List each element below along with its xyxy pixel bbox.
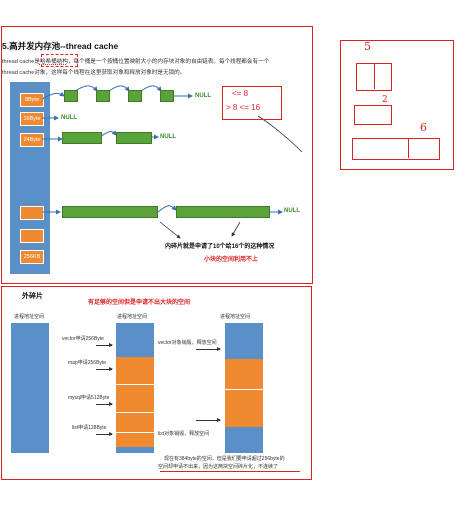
intro-hash-bucket-term: 哈希桶结构 — [39, 59, 68, 65]
arrow-free-list — [196, 418, 221, 422]
free-block-large-2 — [176, 206, 270, 218]
hash-term-highlight — [41, 54, 78, 67]
footer-underline — [160, 471, 300, 472]
free-block-large-1 — [62, 206, 158, 218]
block-mysql-remaining — [225, 389, 263, 427]
free-block-8-4 — [160, 90, 174, 102]
bucket-empty-1 — [20, 206, 44, 220]
free-list: list对象销毁，释放空间 — [158, 431, 210, 437]
block-vector — [116, 357, 154, 385]
external-frag-title: 外碎片 — [22, 293, 43, 300]
range-line-2: > 8 <= 16 — [226, 103, 261, 112]
col1-label: 进程地址空间 — [14, 314, 45, 320]
internal-frag-note-2: 小块的空间利用不上 — [204, 257, 259, 263]
arrow-mysql — [96, 402, 113, 406]
req-list: list申请128Byte — [72, 425, 107, 431]
intro-line-1-a: thread cache是 — [2, 59, 40, 65]
intro-line-1-b: ，每个桶是一个按桶位置映射大小的内存块对象的自由链表。每个线程都会有一个 — [67, 59, 270, 65]
bucket-8byte: 8Byte — [20, 93, 44, 107]
sketch-divider-3 — [408, 138, 409, 158]
arrow-vector — [96, 343, 113, 347]
req-vector: vector申请256Byte — [62, 336, 104, 342]
block-map — [116, 385, 154, 413]
internal-frag-note: 内碎片就是申请了10个给16个的这种情况 — [165, 244, 275, 250]
null-16: NULL — [61, 115, 77, 121]
arrow-list — [96, 432, 113, 436]
free-block-8-1 — [64, 90, 78, 102]
null-24: NULL — [160, 134, 176, 140]
intro-line-1: thread cache是哈希桶结构，每个桶是一个按桶位置映射大小的内存块对象的… — [2, 57, 269, 65]
range-line-1: <= 8 — [232, 89, 249, 98]
page-title: 5.高并发内存池--thread cache — [2, 41, 119, 51]
footer-line-1: 现在有384byte的空间，但是我们要申请超过256byte的 — [164, 456, 285, 462]
bucket-256kb: 256KB — [20, 250, 44, 264]
req-mysql: mysql申请512Byte — [68, 395, 110, 401]
free-block-24-1 — [62, 132, 102, 144]
null-large: NULL — [284, 208, 300, 214]
intro-line-2: thread cache对象，这样每个线程在这里获取对象和释放对象时是无锁的。 — [2, 70, 186, 76]
sketch-block-2 — [354, 105, 392, 125]
hand-number-5: 5 — [364, 40, 371, 53]
thread-cache-section-frame — [1, 26, 313, 284]
req-map: map申请256Byte — [68, 360, 107, 366]
free-vector: vector对象销毁，释放空间 — [158, 340, 217, 346]
free-block-24-2 — [116, 132, 152, 144]
size-range-box — [222, 86, 282, 120]
sketch-divider-1 — [374, 63, 375, 89]
null-8: NULL — [195, 93, 211, 99]
col3-label: 进程地址空间 — [220, 314, 251, 320]
bucket-24byte: 24Byte — [20, 133, 44, 147]
arrow-map — [96, 367, 113, 371]
block-map-remaining — [225, 359, 263, 389]
free-block-8-2 — [96, 90, 110, 102]
block-mysql — [116, 413, 154, 433]
hand-number-6: 6 — [420, 121, 427, 134]
sketch-frame — [340, 40, 454, 170]
free-block-8-3 — [128, 90, 142, 102]
address-space-1 — [11, 323, 49, 453]
external-frag-subtitle: 有足够的空间但是申请不出大块的空间 — [88, 300, 191, 306]
col2-label: 进程地址空间 — [117, 314, 148, 320]
bucket-empty-2 — [20, 229, 44, 243]
footer-line-2: 空间却申请不出来，因为这两块空间碎片化，不连续了 — [158, 464, 279, 470]
block-list — [116, 433, 154, 447]
hand-number-2: 2 — [382, 95, 388, 105]
sketch-block-3 — [352, 138, 440, 160]
arrow-free-vector — [196, 347, 221, 351]
bucket-16byte: 16Byte — [20, 112, 44, 126]
external-frag-frame — [1, 286, 312, 480]
